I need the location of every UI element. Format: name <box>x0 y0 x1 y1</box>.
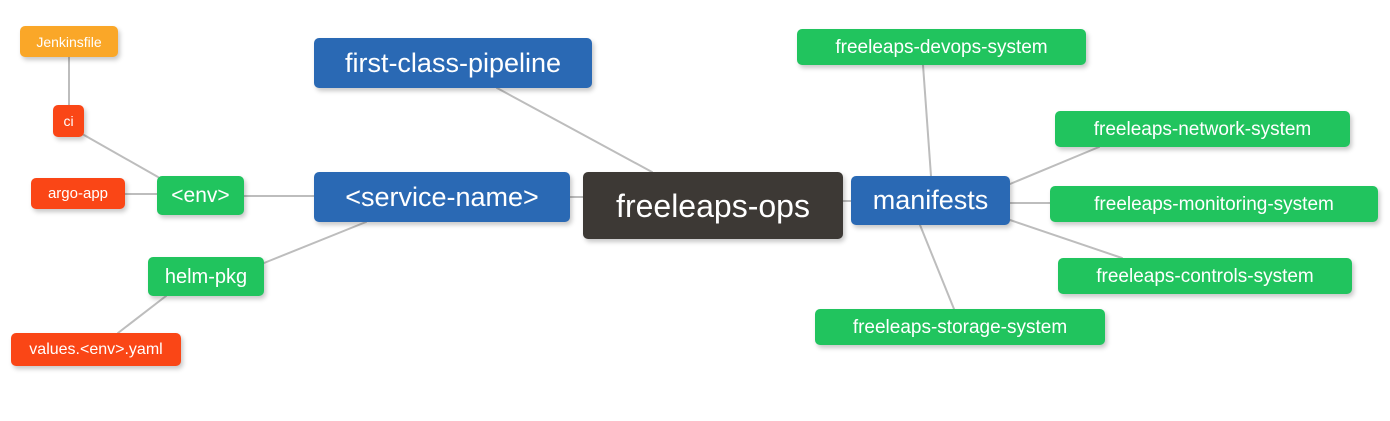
node-freeleaps-ops[interactable]: freeleaps-ops <box>583 172 843 239</box>
node-freeleaps-controls-system[interactable]: freeleaps-controls-system <box>1058 258 1352 294</box>
edge-values-helm-pkg <box>117 295 167 334</box>
edge-ci-env <box>83 134 159 178</box>
edge-manifests-network <box>1009 146 1100 185</box>
node-label-first-class-pipeline: first-class-pipeline <box>344 47 562 78</box>
node-helm-pkg[interactable]: helm-pkg <box>148 257 264 296</box>
node-label-jenkinsfile: Jenkinsfile <box>36 33 102 50</box>
edge-manifests-devops <box>922 64 932 177</box>
node-freeleaps-network-system[interactable]: freeleaps-network-system <box>1055 111 1350 147</box>
node-jenkinsfile[interactable]: Jenkinsfile <box>20 26 118 57</box>
node-label-freeleaps-network-system: freeleaps-network-system <box>1093 118 1312 140</box>
node-label-env: <env> <box>171 184 230 207</box>
node-label-service-name: <service-name> <box>345 181 539 212</box>
node-label-helm-pkg: helm-pkg <box>164 265 248 288</box>
node-freeleaps-monitoring-system[interactable]: freeleaps-monitoring-system <box>1050 186 1378 222</box>
node-label-freeleaps-storage-system: freeleaps-storage-system <box>852 316 1068 338</box>
node-label-manifests: manifests <box>872 185 989 215</box>
node-label-values-env-yaml: values.<env>.yaml <box>29 340 163 358</box>
node-label-argo-app: argo-app <box>47 185 109 202</box>
node-label-ci: ci <box>63 113 74 129</box>
node-label-freeleaps-controls-system: freeleaps-controls-system <box>1096 265 1314 287</box>
node-freeleaps-devops-system[interactable]: freeleaps-devops-system <box>797 29 1086 65</box>
node-label-freeleaps-devops-system: freeleaps-devops-system <box>835 36 1048 58</box>
node-argo-app[interactable]: argo-app <box>31 178 125 209</box>
node-label-freeleaps-ops: freeleaps-ops <box>616 187 810 224</box>
node-manifests[interactable]: manifests <box>851 176 1010 225</box>
edge-manifests-controls <box>1009 219 1123 259</box>
node-label-freeleaps-monitoring-system: freeleaps-monitoring-system <box>1094 193 1334 215</box>
node-ci[interactable]: ci <box>53 105 84 137</box>
node-env[interactable]: <env> <box>157 176 244 215</box>
edge-pipeline-ops <box>496 87 653 173</box>
node-freeleaps-storage-system[interactable]: freeleaps-storage-system <box>815 309 1105 345</box>
node-service-name[interactable]: <service-name> <box>314 172 570 222</box>
edge-manifests-storage <box>919 224 955 310</box>
node-first-class-pipeline[interactable]: first-class-pipeline <box>314 38 592 88</box>
edge-helm-pkg-service-name <box>263 221 367 264</box>
node-values-env-yaml[interactable]: values.<env>.yaml <box>11 333 181 366</box>
